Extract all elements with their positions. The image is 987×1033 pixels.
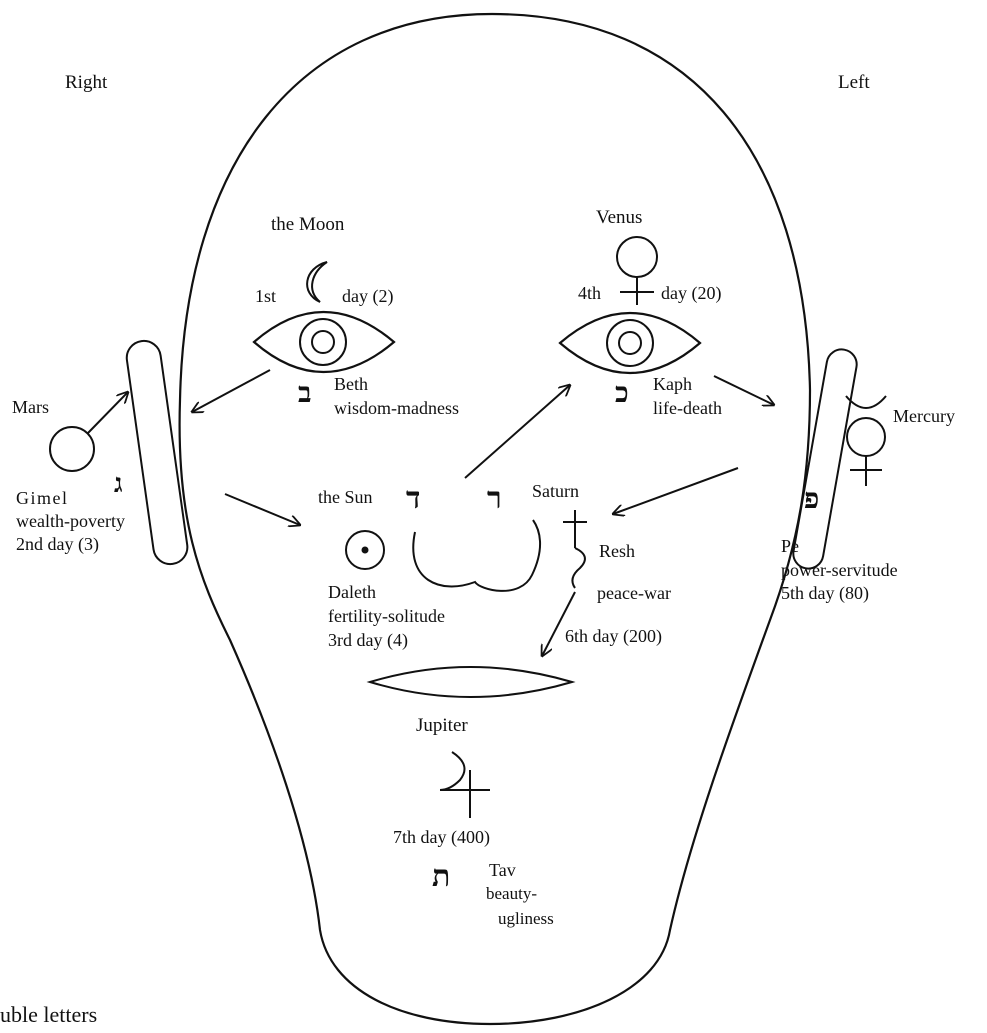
mars-day: 2nd day (3): [16, 534, 99, 555]
saturn-symbol-icon: [563, 510, 587, 588]
tav-label: Tav: [489, 860, 516, 880]
side-left-label: Left: [838, 72, 870, 93]
gimel-glyph: ג: [114, 469, 123, 499]
left-ear: [791, 347, 859, 571]
arrow-nose-to-venus: [465, 385, 570, 478]
nose: [413, 520, 540, 591]
tav-glyph: ת: [432, 859, 450, 894]
mouth: [370, 667, 572, 697]
saturn-day: 6th day (200): [565, 626, 662, 647]
sun-name: the Sun: [318, 487, 373, 507]
gimel-label: Gimel: [16, 488, 69, 508]
saturn-name: Saturn: [532, 481, 579, 501]
venus-day: day (20): [661, 283, 721, 304]
arrow-mars-to-sun: [225, 494, 300, 525]
caption: uble letters: [0, 1002, 97, 1027]
jupiter-symbol-icon: [440, 752, 490, 818]
mercury-day: 5th day (80): [781, 583, 869, 604]
resh-glyph: ר: [487, 481, 502, 516]
arrow-moon-to-mars: [192, 370, 270, 412]
mars-symbol-icon: [50, 392, 128, 471]
beth-glyph: ב: [298, 376, 312, 409]
venus-name: Venus: [596, 207, 642, 228]
sun-day: 3rd day (4): [328, 630, 408, 651]
mercury-symbol-icon: [846, 396, 886, 486]
left-eye: [560, 313, 700, 373]
venus-ordinal: 4th: [578, 283, 601, 303]
kaph-pair: life-death: [653, 398, 722, 418]
venus-symbol-icon: [617, 237, 657, 305]
kaph-label: Kaph: [653, 374, 692, 394]
resh-pair: peace-war: [597, 583, 671, 603]
gimel-pair: wealth-poverty: [16, 511, 125, 531]
arrow-saturn-to-mouth: [542, 592, 575, 656]
tav-pair-line2: ugliness: [498, 909, 554, 928]
moon-day: day (2): [342, 286, 393, 307]
pe-label: Pe: [781, 536, 799, 556]
moon-ordinal: 1st: [255, 286, 276, 306]
moon-name: the Moon: [271, 214, 345, 235]
side-right-label: Right: [65, 72, 108, 93]
arrow-kaph-to-mercury: [714, 376, 774, 405]
right-eye: [254, 312, 394, 372]
daleth-label: Daleth: [328, 582, 376, 602]
daleth-pair: fertility-solitude: [328, 606, 445, 626]
pe-pair: power-servitude: [781, 560, 898, 580]
mercury-name: Mercury: [893, 406, 955, 426]
mars-name: Mars: [12, 397, 49, 417]
jupiter-name: Jupiter: [416, 715, 468, 736]
kaph-glyph: כ: [615, 376, 629, 409]
tav-pair-line1: beauty-: [486, 884, 537, 903]
arrow-mercury-to-saturn: [613, 468, 738, 514]
beth-label: Beth: [334, 374, 368, 394]
daleth-glyph: ד: [406, 481, 420, 516]
pe-glyph: פ: [804, 482, 819, 515]
sun-symbol-icon: [346, 531, 384, 569]
moon-symbol-icon: [307, 262, 327, 302]
beth-pair: wisdom-madness: [334, 398, 459, 418]
resh-label: Resh: [599, 541, 635, 561]
jupiter-day: 7th day (400): [393, 827, 490, 848]
